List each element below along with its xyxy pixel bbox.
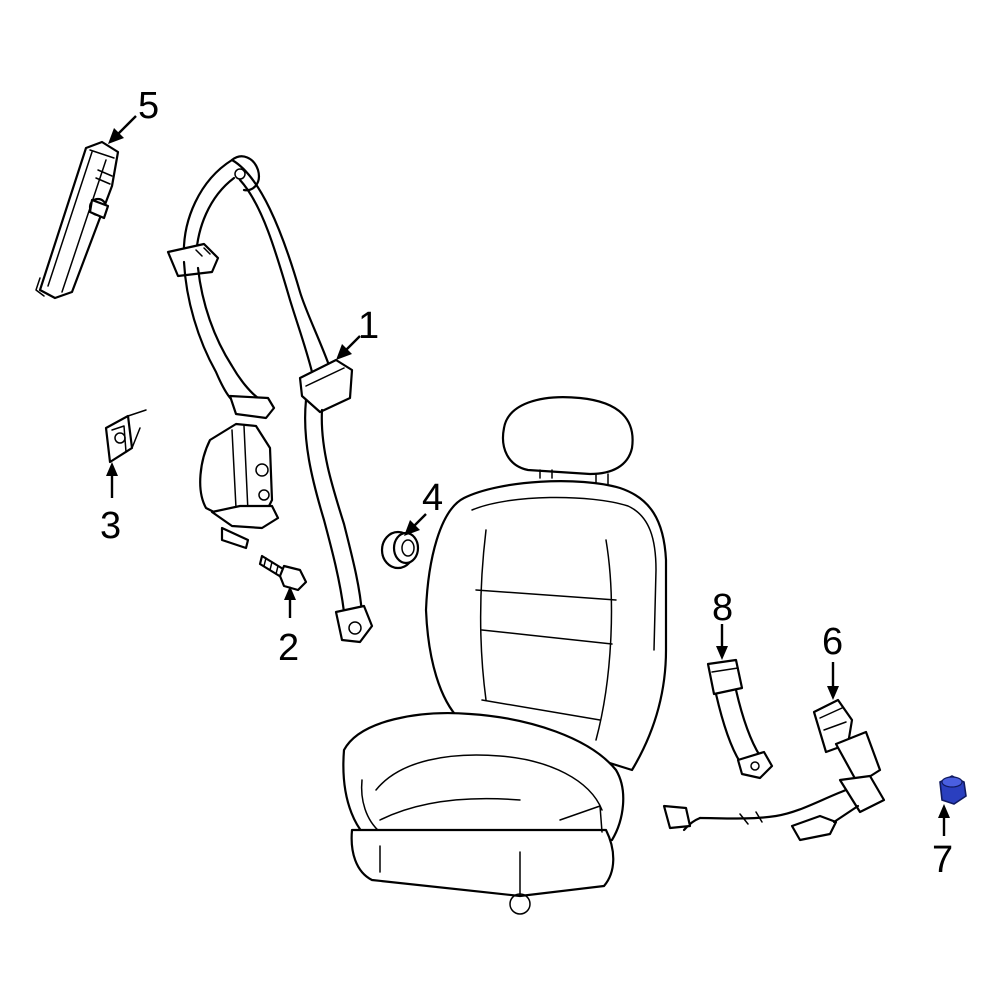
callout-8[interactable]: 8 (712, 587, 733, 629)
buckle-harness-part-6[interactable] (662, 698, 886, 842)
height-adjuster-part-5[interactable] (35, 140, 120, 300)
callout-1[interactable]: 1 (358, 305, 379, 347)
callout-7[interactable]: 7 (932, 839, 953, 881)
callout-4[interactable]: 4 (422, 477, 443, 519)
clip-part-3[interactable] (104, 409, 147, 464)
callout-3[interactable]: 3 (100, 505, 121, 547)
grommet-part-4[interactable] (380, 530, 420, 570)
bolt-part-2[interactable] (258, 554, 308, 592)
callout-5[interactable]: 5 (138, 85, 159, 127)
callout-arrows (106, 115, 950, 836)
seat-belt-assembly-part-1[interactable] (166, 155, 374, 644)
buckle-part-8[interactable] (706, 658, 774, 780)
nut-part-7[interactable] (939, 775, 967, 805)
callout-6[interactable]: 6 (822, 621, 843, 663)
callout-2[interactable]: 2 (278, 627, 299, 669)
seat-illustration (342, 396, 668, 915)
